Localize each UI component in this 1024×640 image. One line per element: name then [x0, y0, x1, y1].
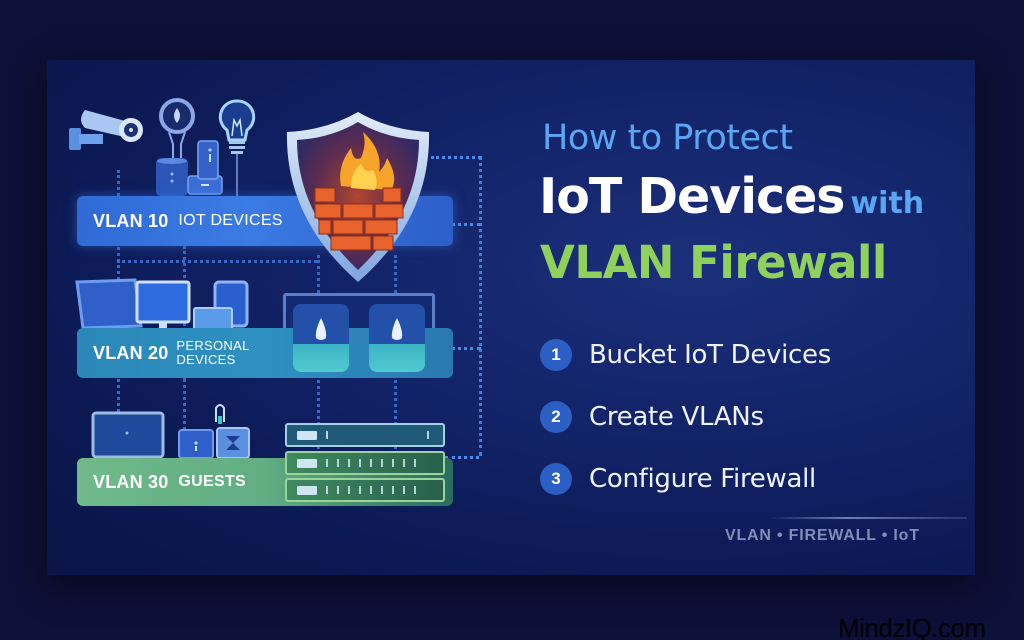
step-label: Bucket IoT Devices [589, 340, 831, 370]
steps-list: 1 Bucket IoT Devices 2 Create VLANs 3 Co… [540, 324, 831, 510]
thermostat-icon [216, 427, 250, 459]
step-item: 2 Create VLANs [540, 386, 831, 448]
network-line [183, 378, 186, 438]
title-line-1: How to Protect [542, 118, 793, 158]
flame-sensor-icon [391, 318, 403, 340]
vlan-name-line2: DEVICES [176, 352, 236, 367]
step-number-badge: 1 [540, 339, 572, 371]
vlan-name-line1: PERSONAL [176, 338, 250, 353]
hero-card: VLAN 10 IOT DEVICES [47, 60, 975, 575]
step-label: Configure Firewall [589, 464, 816, 494]
smart-plug-icon [215, 404, 225, 424]
network-line [117, 260, 317, 263]
smart-speaker-icon [156, 158, 188, 196]
network-line [479, 156, 482, 456]
step-item: 1 Bucket IoT Devices [540, 324, 831, 386]
network-line [451, 347, 481, 350]
watermark: MindzIQ.com [838, 613, 986, 640]
step-label: Create VLANs [589, 402, 764, 432]
laptop-icon [91, 411, 165, 459]
flame-sensor-icon [315, 318, 327, 340]
monitor-icon [75, 278, 143, 330]
server-rack-icon [285, 423, 445, 447]
title-line-3: VLAN Firewall [540, 236, 887, 289]
divider [767, 517, 967, 519]
door-lock-icon [178, 429, 214, 459]
vlan-id: VLAN 10 [93, 210, 169, 231]
step-item: 3 Configure Firewall [540, 448, 831, 510]
security-camera-icon [69, 110, 143, 150]
firewall-shield-icon [286, 112, 430, 282]
title-line-2-main: IoT Devices [539, 168, 845, 225]
title-line-2-suffix: with [850, 186, 925, 221]
step-number-badge: 3 [540, 463, 572, 495]
vlan-id: VLAN 30 [93, 471, 169, 492]
topic-tags: VLAN • FIREWALL • IoT [725, 527, 920, 544]
vlan-name: PERSONAL DEVICES [176, 339, 249, 367]
network-line [451, 223, 481, 226]
step-number-badge: 2 [540, 401, 572, 433]
server-rack-icon [285, 478, 445, 502]
network-line [445, 456, 479, 459]
light-bulb-icon [218, 99, 256, 196]
server-rack-icon [285, 451, 445, 475]
vlan-id: VLAN 20 [93, 342, 169, 363]
vlan-name: IOT DEVICES [178, 212, 283, 229]
network-line [431, 156, 481, 159]
door-sensor-icon [197, 140, 219, 180]
vlan-name: GUESTS [178, 473, 247, 490]
